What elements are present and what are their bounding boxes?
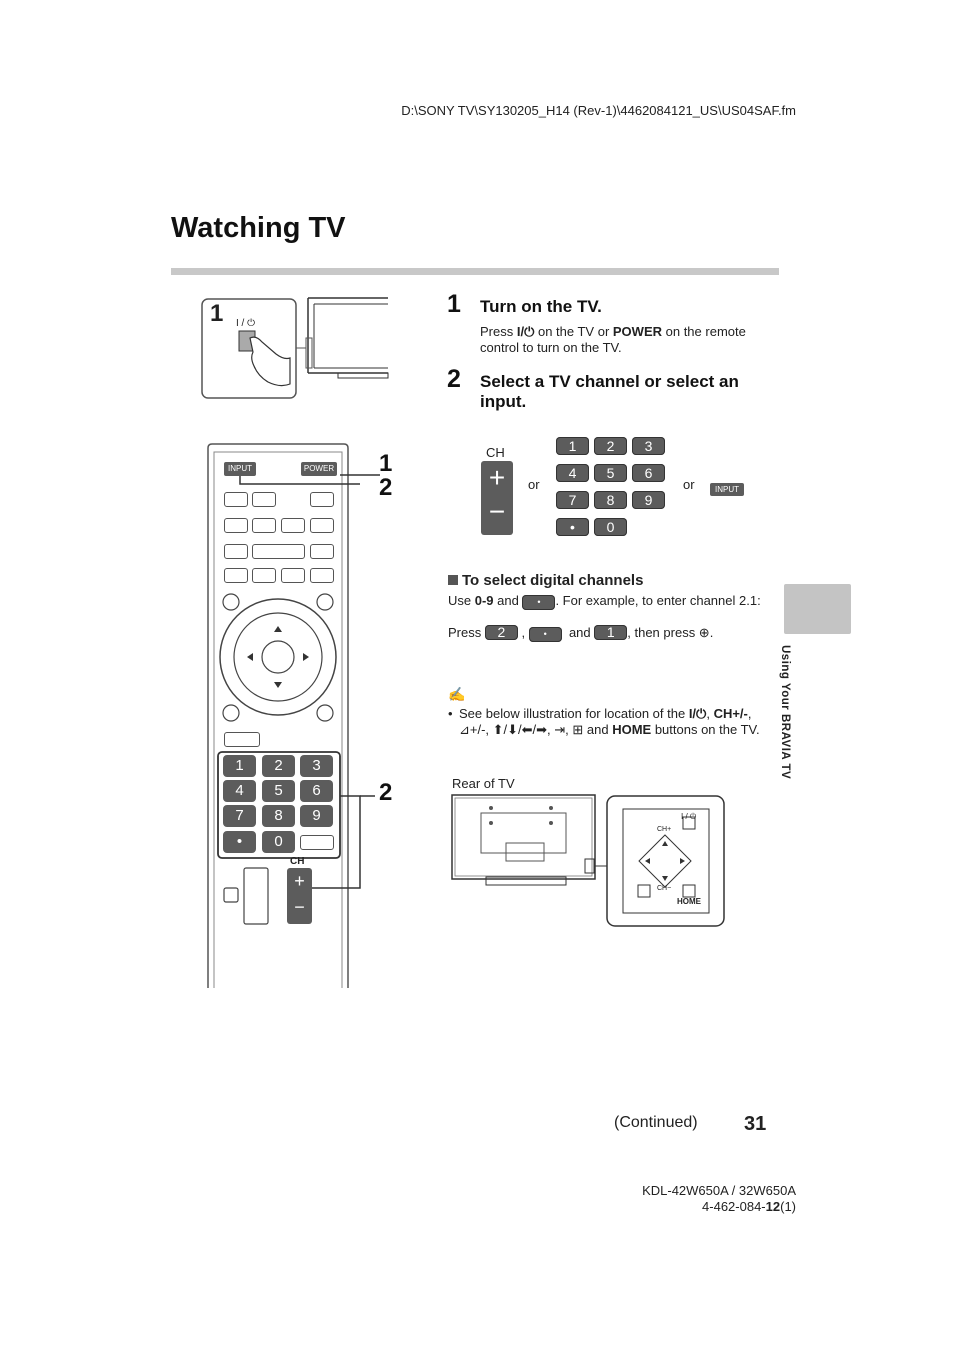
keypad-key-9: 9: [632, 491, 665, 509]
remote-button: [310, 544, 334, 559]
rear-illustration: I / ⏻ CH+ CH− HOME: [451, 793, 727, 929]
title-rule: [171, 268, 779, 275]
step1-number: 1: [447, 290, 461, 318]
remote-button: [310, 492, 334, 507]
remote-button: [224, 568, 248, 583]
step2-or-1: or: [528, 477, 540, 492]
keypad-key-6: 6: [632, 464, 665, 482]
tv-power-symbol: I / ⏻: [236, 318, 256, 329]
remote-key-4: 4: [223, 780, 256, 802]
remote-power-button: POWER: [301, 462, 337, 476]
remote-input-button: INPUT: [224, 462, 256, 476]
step1-title: Turn on the TV.: [480, 297, 602, 316]
remote-button: [252, 544, 305, 559]
remote-button: [224, 492, 248, 507]
keypad-key-3: 3: [632, 437, 665, 455]
step2-title: Select a TV channel or select an input.: [480, 372, 739, 411]
model-info: KDL-42W650A / 32W650A 4-462-084-12(1): [560, 1183, 796, 1215]
remote-button: [281, 518, 305, 533]
rear-tv-drawing: [451, 794, 725, 927]
remote-key-dot: •: [223, 831, 256, 853]
remote-button: [310, 518, 334, 533]
digital-heading: To select digital channels: [448, 572, 643, 589]
remote-key-8: 8: [262, 805, 295, 827]
remote-key-5: 5: [262, 780, 295, 802]
tv-step-callout: 1: [210, 300, 224, 327]
section-tab-label: Using Your BRAVIA TV: [779, 645, 791, 780]
keypad-key-0: 0: [594, 518, 627, 536]
step2-number: 2: [447, 365, 461, 393]
remote-button: [224, 732, 260, 747]
note-text: See below illustration for location of t…: [459, 706, 760, 737]
remote-button: [300, 835, 334, 850]
step2-or-2: or: [683, 477, 695, 492]
digital-key-2: 2: [484, 625, 518, 640]
document-code: 4-462-084-12(1): [702, 1199, 796, 1214]
continued-label: (Continued): [614, 1114, 698, 1131]
remote-button: [224, 518, 248, 533]
remote-key-3: 3: [300, 755, 333, 777]
remote-callout-2: 2: [379, 474, 393, 501]
page-number: 31: [744, 1113, 767, 1135]
digital-key-1: 1: [594, 625, 628, 640]
keypad-key-7: 7: [556, 491, 589, 509]
remote-callout-2b: 2: [379, 779, 393, 806]
remote-button: [252, 568, 276, 583]
remote-illustration: INPUT POWER 1 2 3 4 5 6 7 8 9 • 0 CH +− …: [200, 440, 400, 990]
remote-ch-label: CH: [290, 856, 305, 867]
file-path: D:\SONY TV\SY130205_H14 (Rev-1)\44620841…: [401, 103, 796, 118]
keypad-key-5: 5: [594, 464, 627, 482]
rear-home-label: HOME: [677, 897, 701, 906]
remote-key-1: 1: [223, 755, 256, 777]
remote-key-0: 0: [262, 831, 295, 853]
keypad-key-8: 8: [594, 491, 627, 509]
step1-text: Press I/⏻ on the TV or POWER on the remo…: [480, 324, 746, 355]
rear-ch-plus-label: CH+: [657, 826, 672, 833]
page-title: Watching TV: [171, 212, 346, 244]
remote-key-9: 9: [300, 805, 333, 827]
keypad-key-4: 4: [556, 464, 589, 482]
rear-label: Rear of TV: [452, 776, 515, 791]
tv-power-illustration: 1 I / ⏻: [200, 296, 396, 400]
digital-key-dot: •: [528, 627, 562, 642]
digital-use-text: Use 0-9 and •. For example, to enter cha…: [448, 593, 761, 610]
section-tab: [784, 584, 851, 634]
remote-button: [252, 518, 276, 533]
remote-key-6: 6: [300, 780, 333, 802]
remote-button: [224, 544, 248, 559]
step2-input-key: INPUT: [710, 483, 744, 496]
digital-press-text: Press 2 , • and 1, then press ⊕.: [448, 624, 714, 642]
dot-key: •: [522, 595, 556, 610]
remote-key-2: 2: [262, 755, 295, 777]
remote-button: [252, 492, 276, 507]
step2-ch-label: CH: [486, 445, 505, 460]
keypad-key-2: 2: [594, 437, 627, 455]
note-pencil-icon: ✍: [448, 686, 466, 702]
square-bullet-icon: [448, 575, 458, 585]
remote-callout-1: 1: [379, 450, 393, 477]
keypad-key-1: 1: [556, 437, 589, 455]
remote-button: [310, 568, 334, 583]
tv-power-drawing: [201, 297, 389, 399]
step2-ch-rocker: +−: [481, 461, 513, 535]
rear-power-label: I / ⏻: [681, 812, 697, 821]
rear-ch-minus-label: CH−: [657, 885, 672, 892]
model-number: KDL-42W650A / 32W650A: [642, 1183, 796, 1198]
remote-key-7: 7: [223, 805, 256, 827]
keypad-key-dot: •: [556, 518, 589, 536]
remote-ch-rocker: +−: [287, 868, 312, 924]
note-bullet: •: [448, 706, 453, 721]
remote-button: [281, 568, 305, 583]
